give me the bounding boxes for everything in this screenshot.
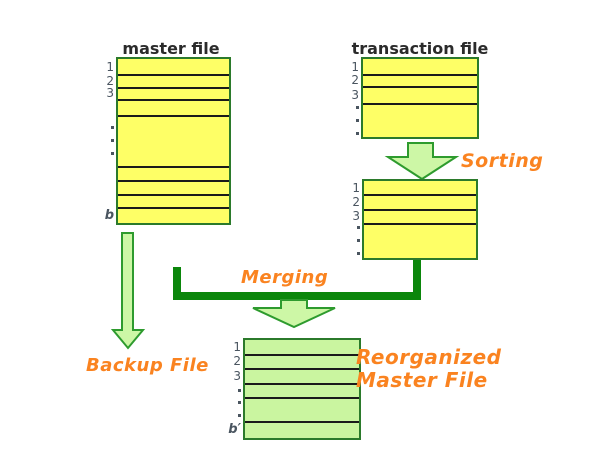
file-block-row (363, 59, 477, 74)
row-label: b′ (228, 422, 241, 437)
file-block-row (364, 209, 476, 223)
file-block-row (118, 87, 229, 99)
row-label: 3 (233, 368, 241, 383)
ellipsis-dot (356, 105, 359, 109)
ellipsis-dot (238, 401, 241, 404)
file-block-row (245, 421, 359, 438)
file-block-row (363, 74, 477, 86)
file-block-row (118, 194, 229, 207)
file-block-row (364, 194, 476, 209)
file-block-row (245, 368, 359, 383)
file-block-row (364, 181, 476, 194)
ellipsis-dot (356, 118, 359, 122)
reorganized-master-file-label: Reorganized Master File (356, 346, 502, 392)
ellipsis-dot (238, 414, 241, 417)
backup-arrow (110, 232, 146, 350)
ellipsis-dot (357, 226, 360, 229)
row-label: 2 (106, 73, 114, 88)
transaction-file-title: transaction file (351, 39, 489, 58)
file-block-row (363, 103, 477, 137)
ellipsis-dot (111, 126, 114, 129)
ellipsis-dot (238, 388, 241, 392)
ellipsis-dots (111, 115, 114, 166)
merge-arrow (252, 299, 336, 329)
row-label (95, 115, 114, 166)
file-block-row (245, 383, 359, 397)
row-label: 1 (233, 340, 241, 354)
ellipsis-dots (238, 397, 241, 421)
ellipsis-dots (357, 223, 360, 258)
row-label: 3 (352, 209, 360, 223)
file-block-row (118, 74, 229, 87)
row-label (340, 103, 359, 137)
file-block-row (364, 223, 476, 258)
row-label (222, 397, 241, 421)
file-block-row (245, 354, 359, 368)
sorting-label: Sorting (461, 150, 544, 172)
row-label (222, 383, 241, 397)
row-label: 1 (352, 180, 360, 195)
row-label: 3 (351, 87, 359, 102)
file-block-row (245, 397, 359, 421)
row-label: 1 (106, 59, 114, 74)
merging-label: Merging (241, 267, 329, 288)
ellipsis-dots (238, 383, 241, 397)
file-block-row (118, 207, 229, 223)
sorting-arrow (384, 142, 460, 181)
merge-bracket (173, 259, 421, 300)
ellipsis-dot (357, 239, 360, 242)
ellipsis-dot (356, 131, 359, 135)
row-label: 3 (106, 86, 114, 100)
ellipsis-dots (356, 103, 359, 137)
row-label: 2 (352, 194, 360, 209)
file-block-row (118, 166, 229, 180)
row-label: 1 (351, 59, 359, 74)
ellipsis-dot (111, 152, 114, 155)
ellipsis-dot (357, 252, 360, 255)
file-block-row (118, 59, 229, 74)
backup-file-label: Backup File (86, 355, 209, 376)
reorganized-label-line2: Master File (356, 368, 488, 392)
row-label: 2 (351, 73, 359, 87)
row-label: b (104, 207, 114, 223)
row-label: 2 (233, 354, 241, 368)
ellipsis-dot (111, 139, 114, 142)
master-file-title: master file (122, 39, 220, 58)
file-block-row (245, 340, 359, 354)
file-block-row (363, 86, 477, 103)
file-block-row (118, 115, 229, 166)
reorganized-label-line1: Reorganized (356, 345, 502, 369)
file-block-row (118, 99, 229, 115)
file-block-row (118, 180, 229, 194)
row-label (341, 223, 360, 258)
